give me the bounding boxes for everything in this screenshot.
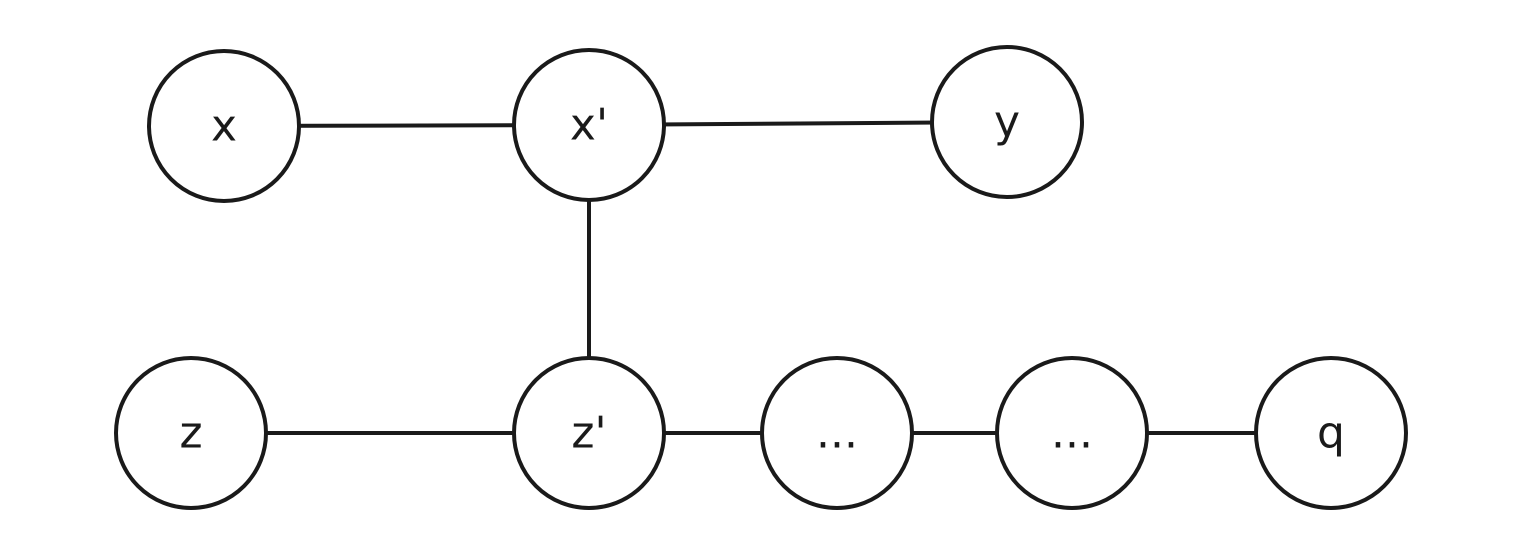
edges (189, 120, 1333, 435)
node-label: x (211, 101, 237, 152)
node-label: ... (816, 408, 858, 459)
node-z-prime: z' (512, 356, 666, 510)
node-ellipsis-1: ... (760, 356, 914, 510)
node-label: y (994, 97, 1020, 148)
node-x: x (147, 49, 301, 203)
node-q: q (1254, 356, 1408, 510)
node-ellipsis-2: ... (995, 356, 1149, 510)
node-x-prime: x' (512, 48, 666, 202)
node-label: z' (571, 408, 606, 459)
node-y: y (930, 45, 1084, 199)
node-label: z (179, 408, 202, 459)
node-label: x' (570, 100, 608, 151)
node-z: z (114, 356, 268, 510)
node-label: q (1317, 408, 1345, 459)
node-label: ... (1051, 408, 1093, 459)
nodes: x x' y z z' ... ... q (114, 45, 1408, 510)
